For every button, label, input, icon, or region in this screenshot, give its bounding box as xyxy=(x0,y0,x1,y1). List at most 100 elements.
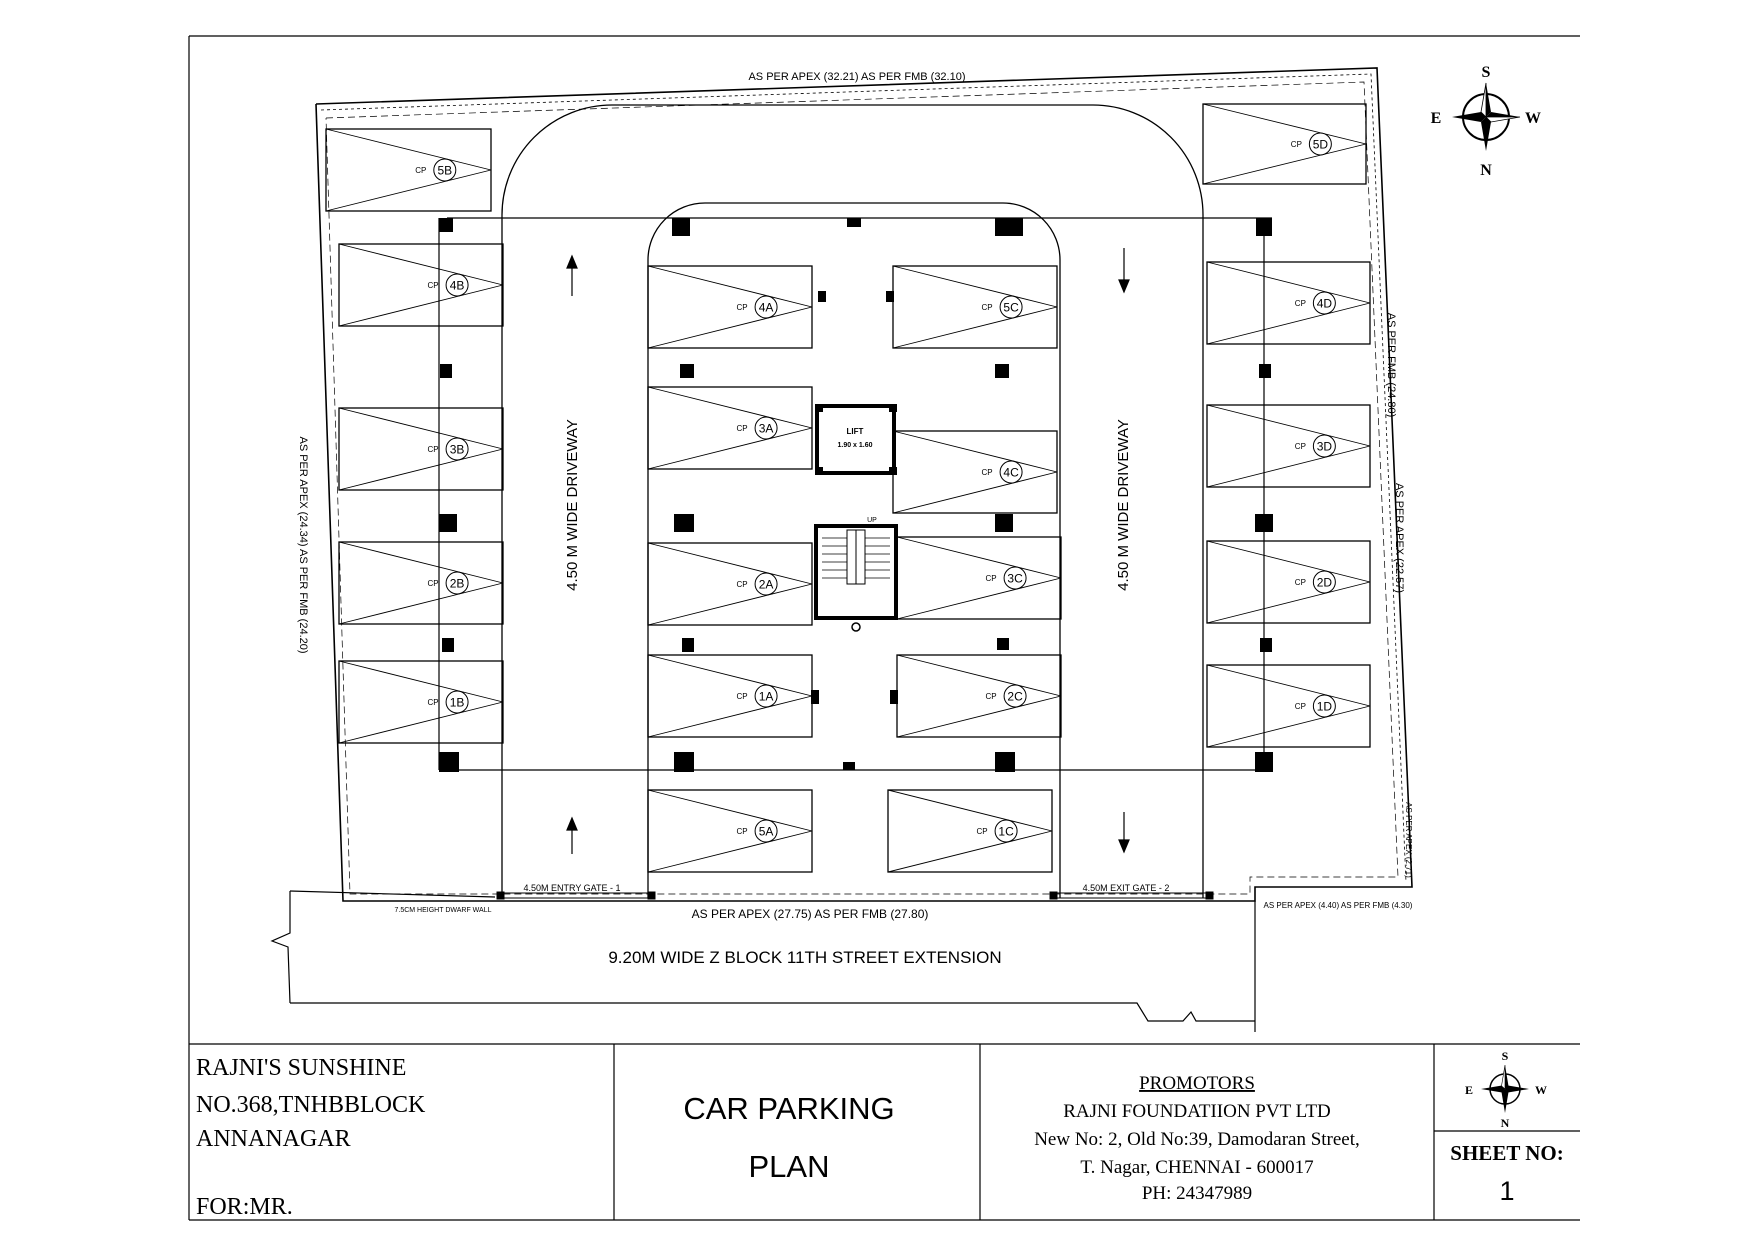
compass-rose-small-icon xyxy=(1481,1064,1529,1113)
parking-bay-id: 3D xyxy=(1317,440,1333,454)
arrow-up-icon xyxy=(566,254,578,296)
parking-bay-1d: 1D CP xyxy=(1206,664,1371,748)
boundary-top-label: AS PER APEX (32.21) AS PER FMB (32.10) xyxy=(748,71,965,83)
parking-id-circle xyxy=(1312,570,1336,594)
compass-n-label: N xyxy=(1480,162,1492,179)
boundary-right-small-label: AS PER APEX (2.71) xyxy=(1404,802,1413,878)
parking-bay-id: 5B xyxy=(437,164,452,178)
parking-bay-id: 4D xyxy=(1317,297,1333,311)
drawing-title-line-2: PLAN xyxy=(749,1149,830,1184)
parking-bay-2a: 2A CP xyxy=(647,542,813,626)
parking-bay-prefix: CP xyxy=(737,692,748,701)
small-compass-e-label: E xyxy=(1465,1083,1473,1097)
parking-bay-id: 3B xyxy=(450,443,465,457)
parking-id-circle xyxy=(445,690,469,714)
parking-id-circle xyxy=(1312,291,1336,315)
stair-up-label: UP xyxy=(867,517,877,524)
parking-id-circle xyxy=(445,437,469,461)
parking-id-circle xyxy=(754,416,778,440)
parking-bay-id: 3A xyxy=(759,422,774,436)
parking-bay-prefix: CP xyxy=(428,281,439,290)
parking-bay-id: 2B xyxy=(450,577,465,591)
parking-bay-id: 2A xyxy=(759,578,774,592)
parking-bay-id: 2D xyxy=(1317,576,1333,590)
sheet-frame xyxy=(188,35,1580,1221)
client-label: FOR:MR. xyxy=(196,1194,293,1220)
parking-bay-id: 5C xyxy=(1003,301,1019,315)
boundary-left-label: AS PER APEX (24.34) AS PER FMB (24.20) xyxy=(297,436,309,653)
parking-bays: 5BCP4BCP3BCP2BCP1BCP4ACP3ACP2ACP1ACP5ACP… xyxy=(325,103,1371,873)
parking-bay-2b: 2B CP xyxy=(338,541,504,625)
parking-bay-prefix: CP xyxy=(1295,702,1306,711)
small-compass-w-label: W xyxy=(1535,1083,1547,1097)
small-compass-s-label: S xyxy=(1502,1049,1509,1063)
company-name: RAJNI FOUNDATIION PVT LTD xyxy=(1063,1101,1331,1122)
parking-id-circle xyxy=(754,819,778,843)
compass-w-label: W xyxy=(1525,110,1541,127)
parking-bay-5b: 5B CP xyxy=(325,128,492,212)
gates xyxy=(496,891,1214,900)
parking-id-circle xyxy=(445,273,469,297)
parking-id-circle xyxy=(999,460,1023,484)
lift-title: LIFT xyxy=(847,427,864,436)
parking-bay-id: 4C xyxy=(1003,466,1019,480)
parking-bay-prefix: CP xyxy=(737,580,748,589)
arrow-up-icon xyxy=(566,816,578,854)
boundary-right-fmb-label: AS PER FMB (24.80) xyxy=(1385,313,1397,418)
boundary-bottom-right-label: AS PER APEX (4.40) AS PER FMB (4.30) xyxy=(1264,901,1413,910)
parking-bay-prefix: CP xyxy=(415,166,426,175)
small-compass-n-label: N xyxy=(1501,1116,1510,1130)
parking-bay-id: 3C xyxy=(1007,572,1023,586)
parking-bay-1a: 1A CP xyxy=(647,654,813,738)
parking-bay-prefix: CP xyxy=(428,698,439,707)
parking-id-circle xyxy=(445,571,469,595)
parking-id-circle xyxy=(754,684,778,708)
promoters-heading: PROMOTORS xyxy=(1139,1073,1255,1094)
plot-boundary xyxy=(315,67,1413,902)
street-label: 9.20M WIDE Z BLOCK 11TH STREET EXTENSION xyxy=(608,948,1001,967)
parking-id-circle xyxy=(994,819,1018,843)
sheet-number: 1 xyxy=(1499,1176,1514,1206)
entry-gate-label: 4.50M ENTRY GATE - 1 xyxy=(523,883,620,893)
parking-bay-id: 4A xyxy=(759,301,774,315)
lift-size: 1.90 x 1.60 xyxy=(837,442,872,449)
compass-s-label: S xyxy=(1482,64,1491,81)
parking-bay-prefix: CP xyxy=(1295,442,1306,451)
parking-id-circle xyxy=(1003,684,1027,708)
boundary-bottom-label: AS PER APEX (27.75) AS PER FMB (27.80) xyxy=(692,907,929,921)
parking-bay-2c: 2C CP xyxy=(896,654,1062,738)
parking-bay-id: 1D xyxy=(1317,700,1333,714)
dwarf-wall-label: 7.5CM HEIGHT DWARF WALL xyxy=(395,907,492,914)
company-phone: PH: 24347989 xyxy=(1142,1183,1252,1204)
parking-bay-id: 2C xyxy=(1007,690,1023,704)
lift: LIFT 1.90 x 1.60 xyxy=(815,404,897,475)
parking-bay-id: 1A xyxy=(759,690,774,704)
compass-e-label: E xyxy=(1431,110,1442,127)
drawing-title-line-1: CAR PARKING xyxy=(683,1091,894,1126)
driveway-label-right: 4.50 M WIDE DRIVEWAY xyxy=(1115,419,1132,591)
title-block xyxy=(189,1043,1580,1220)
parking-bay-prefix: CP xyxy=(986,692,997,701)
parking-id-circle xyxy=(1312,694,1336,718)
parking-bay-prefix: CP xyxy=(1291,140,1302,149)
parking-bay-4d: 4D CP xyxy=(1206,261,1371,345)
parking-bay-prefix: CP xyxy=(428,579,439,588)
parking-bay-id: 5D xyxy=(1313,138,1329,152)
project-name: RAJNI'S SUNSHINE xyxy=(196,1055,406,1081)
boundary-right-apex-label: AS PER APEX (22.57) xyxy=(1393,483,1405,593)
parking-bay-prefix: CP xyxy=(1295,299,1306,308)
parking-id-circle xyxy=(754,295,778,319)
parking-id-circle xyxy=(1308,132,1332,156)
compass-rose-icon xyxy=(1452,82,1521,151)
parking-bay-id: 1B xyxy=(450,696,465,710)
parking-id-circle xyxy=(433,158,457,182)
